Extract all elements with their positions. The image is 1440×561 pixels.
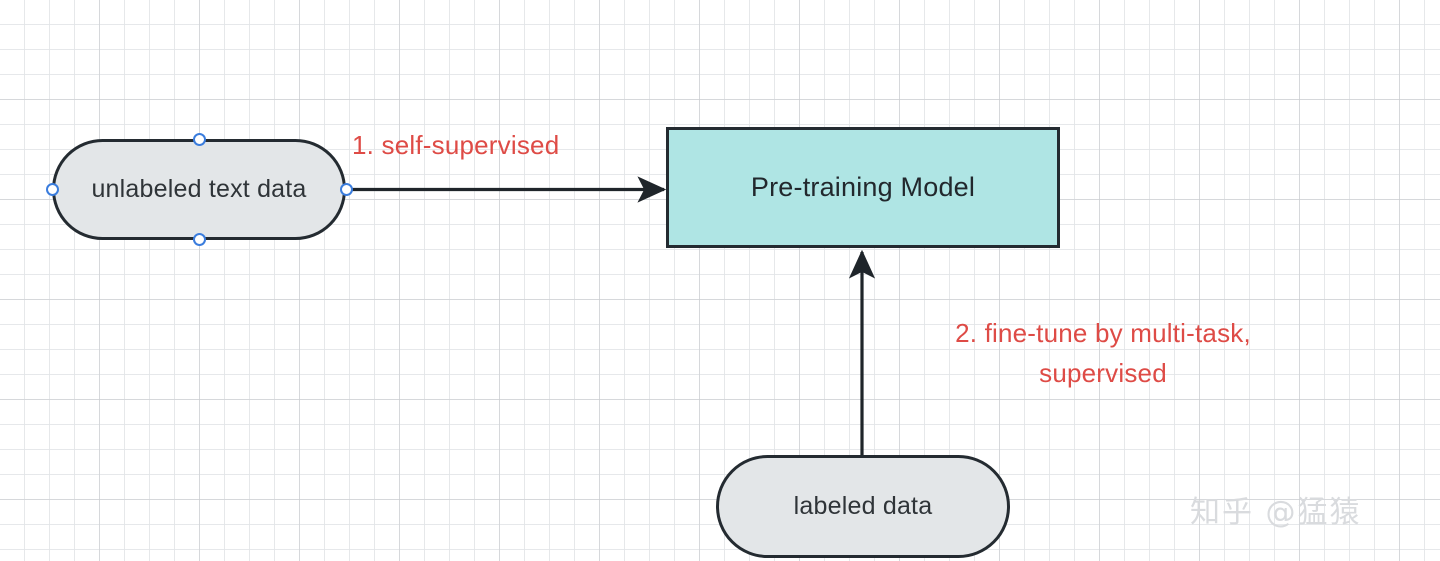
- edge-label-self-supervised: 1. self-supervised: [352, 130, 560, 160]
- node-labeled-data[interactable]: labeled data: [716, 455, 1010, 558]
- node-pretraining-model-label: Pre-training Model: [750, 172, 976, 202]
- handle-bottom[interactable]: [192, 232, 206, 246]
- watermark: 知乎 @猛猿: [1190, 495, 1362, 530]
- edge-label-fine-tune: 2. fine-tune by multi-task, supervised: [955, 318, 1251, 389]
- handle-right[interactable]: [339, 182, 353, 196]
- node-unlabeled-text-data-label: unlabeled text data: [91, 175, 307, 203]
- node-unlabeled-text-data[interactable]: unlabeled text data: [52, 139, 346, 240]
- node-labeled-data-label: labeled data: [793, 492, 933, 520]
- handle-left[interactable]: [45, 182, 59, 196]
- node-pretraining-model[interactable]: Pre-training Model: [666, 127, 1060, 248]
- handle-top[interactable]: [192, 132, 206, 146]
